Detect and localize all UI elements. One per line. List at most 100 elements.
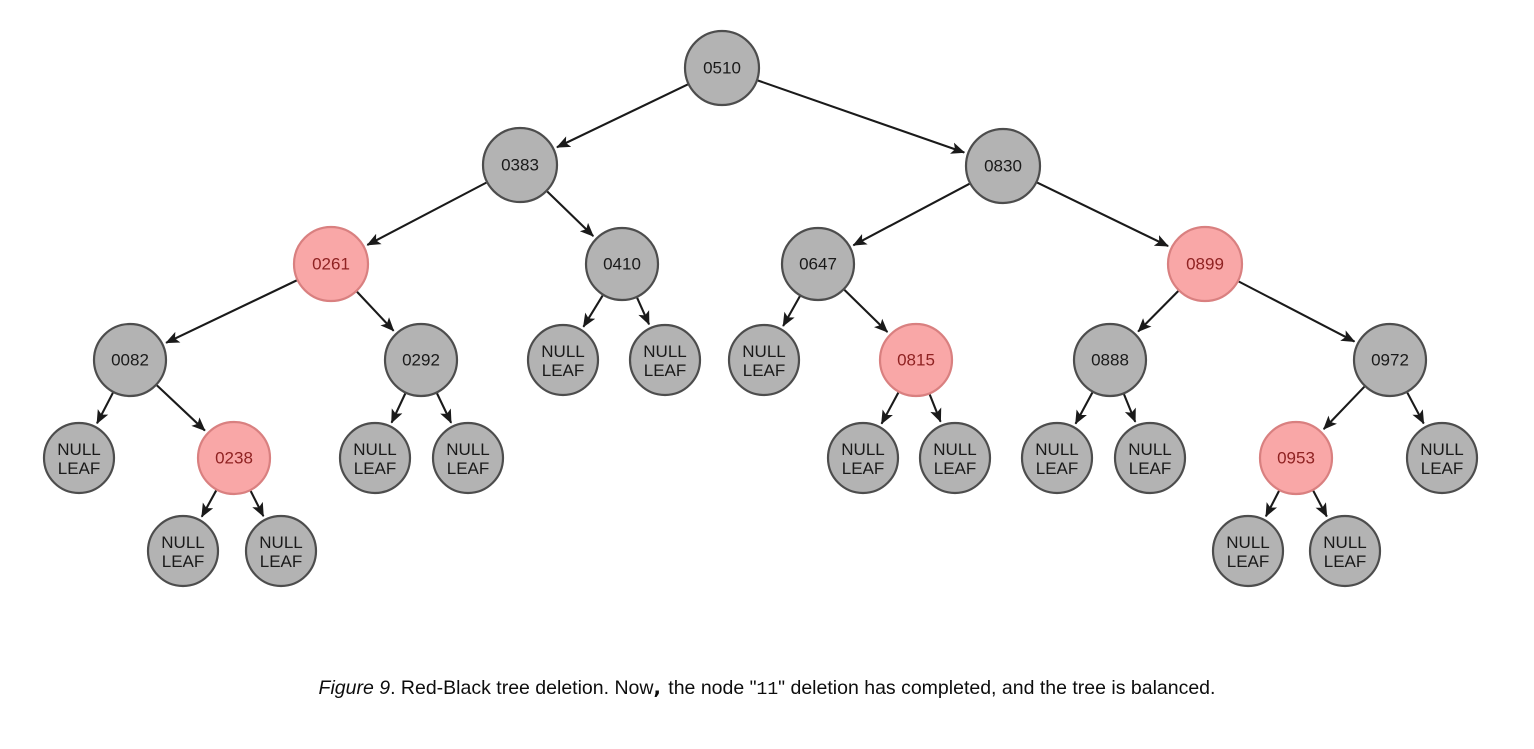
node-value-label: 0510 (703, 58, 741, 77)
node-value-label: 0899 (1186, 254, 1224, 273)
leaf-label-null: NULL (57, 440, 100, 459)
tree-edge (96, 392, 114, 425)
tree-node[interactable]: 0647 (780, 226, 856, 302)
tree-edge (165, 279, 298, 344)
black-node-circle (584, 226, 660, 302)
black-node-circle (431, 421, 505, 495)
tree-edge (390, 393, 407, 424)
tree-node[interactable]: 0888 (1072, 322, 1148, 398)
leaf-label-leaf: LEAF (447, 459, 490, 478)
caption-segment-1: . Red-Black tree deletion. Now (390, 677, 654, 699)
black-node-circle (1352, 322, 1428, 398)
black-node-circle (1113, 421, 1187, 495)
black-node-circle (146, 514, 220, 588)
black-node-circle (383, 322, 459, 398)
leaf-label-null: NULL (841, 440, 884, 459)
leaf-label-null: NULL (1226, 533, 1269, 552)
node-value-label: 0261 (312, 254, 350, 273)
caption-node-value: 11 (756, 680, 779, 700)
black-node-circle (964, 127, 1042, 205)
tree-node[interactable]: 0383 (481, 126, 559, 204)
caption-comma: , (653, 676, 663, 699)
node-value-label: 0238 (215, 448, 253, 467)
leaf-label-leaf: LEAF (354, 459, 397, 478)
tree-edge (1074, 392, 1094, 425)
node-value-label: 0383 (501, 155, 539, 174)
node-value-label: 0888 (1091, 350, 1129, 369)
leaf-label-null: NULL (1035, 440, 1078, 459)
red-black-tree-diagram: 0510 0383 0830 0261 0410 0647 0899 0082 0292 0815… (42, 29, 1479, 588)
leaf-label-null: NULL (161, 533, 204, 552)
black-node-circle (338, 421, 412, 495)
black-node-circle (1211, 514, 1285, 588)
leaf-label-null: NULL (1420, 440, 1463, 459)
tree-node[interactable]: 0410 (584, 226, 660, 302)
leaf-label-null: NULL (1128, 440, 1171, 459)
tree-node[interactable]: 0953 (1258, 420, 1334, 496)
red-node-circle (1166, 225, 1244, 303)
tree-edge (1238, 280, 1356, 343)
tree-edge (1036, 181, 1169, 248)
tree-node[interactable]: 0082 (92, 322, 168, 398)
leaf-label-leaf: LEAF (1129, 459, 1172, 478)
tree-edge (636, 297, 651, 326)
red-node-circle (1258, 420, 1334, 496)
tree-edge (928, 393, 942, 423)
black-node-circle (1072, 322, 1148, 398)
tree-node[interactable]: 0972 (1352, 322, 1428, 398)
caption-segment-3: " deletion has completed, and the tree i… (778, 677, 1216, 699)
figure-number: Figure 9 (318, 677, 391, 699)
tree-edge (200, 489, 218, 518)
tree-node[interactable]: 0292 (383, 322, 459, 398)
black-node-circle (628, 323, 702, 397)
tree-node[interactable]: 0815 (878, 322, 954, 398)
leaf-label-null: NULL (933, 440, 976, 459)
leaf-label-null: NULL (259, 533, 302, 552)
black-node-circle (481, 126, 559, 204)
tree-node[interactable]: 0510 (683, 29, 761, 107)
tree-edge (556, 83, 689, 149)
node-value-label: 0953 (1277, 448, 1315, 467)
black-node-circle (92, 322, 168, 398)
node-value-label: 0830 (984, 156, 1022, 175)
red-node-circle (196, 420, 272, 496)
leaf-label-null: NULL (1323, 533, 1366, 552)
black-node-circle (780, 226, 856, 302)
node-value-label: 0292 (402, 350, 440, 369)
leaf-label-null: NULL (643, 342, 686, 361)
tree-node[interactable]: 0899 (1166, 225, 1244, 303)
leaf-label-null: NULL (541, 342, 584, 361)
tree-node[interactable]: 0238 (196, 420, 272, 496)
leaf-label-leaf: LEAF (1036, 459, 1079, 478)
tree-node[interactable]: 0261 (292, 225, 370, 303)
node-value-label: 0410 (603, 254, 641, 273)
tree-edge (582, 294, 604, 328)
leaf-label-null: NULL (353, 440, 396, 459)
red-node-circle (292, 225, 370, 303)
tree-node[interactable]: 0830 (964, 127, 1042, 205)
tree-edge (249, 490, 265, 517)
leaf-label-leaf: LEAF (934, 459, 977, 478)
tree-edge (843, 289, 889, 333)
red-node-circle (878, 322, 954, 398)
tree-edge (436, 392, 453, 424)
leaf-label-leaf: LEAF (644, 361, 687, 380)
leaf-label-leaf: LEAF (842, 459, 885, 478)
black-node-circle (1308, 514, 1382, 588)
